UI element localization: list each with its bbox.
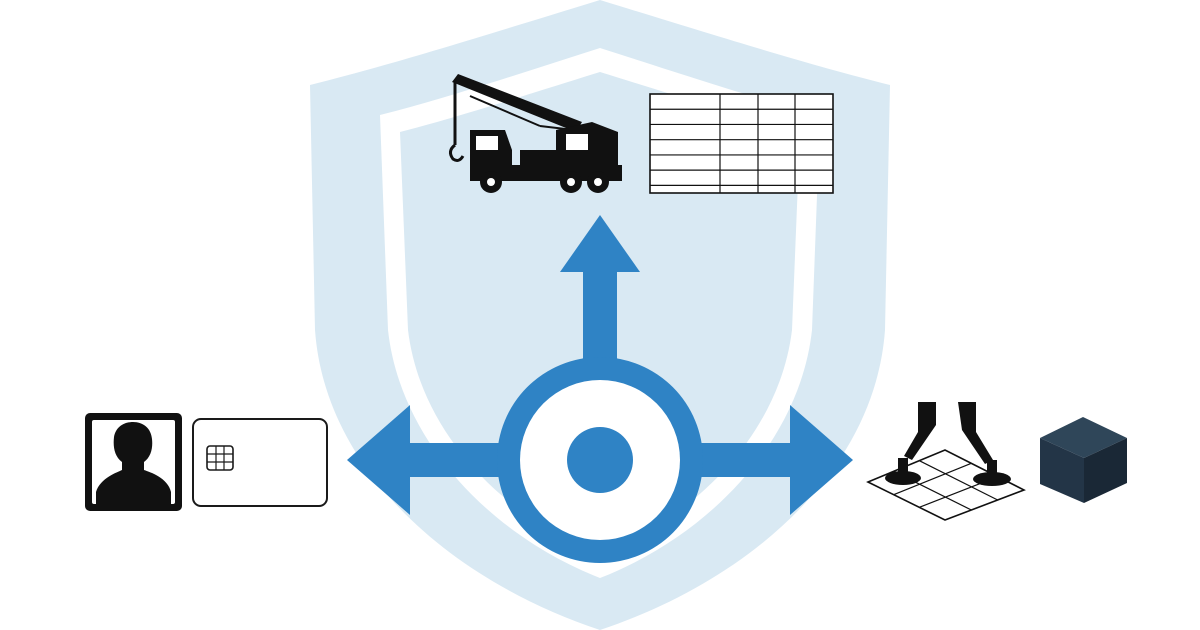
robot-legs-floor-grid-icon — [866, 402, 1026, 521]
target-hub-icon — [347, 215, 853, 563]
floor-grid-line — [919, 460, 998, 501]
chip-icon — [206, 445, 234, 471]
chip-card-icon — [192, 418, 328, 507]
arrow-up — [560, 215, 640, 370]
person-silhouette-icon — [85, 413, 182, 511]
arrow-right — [690, 405, 853, 515]
arrow-left — [347, 405, 510, 515]
data-table-icon — [649, 93, 834, 194]
floor-grid-line — [893, 462, 972, 496]
cube-icon — [1040, 417, 1127, 503]
table-frame — [649, 93, 834, 194]
crane-truck-icon — [448, 74, 622, 193]
